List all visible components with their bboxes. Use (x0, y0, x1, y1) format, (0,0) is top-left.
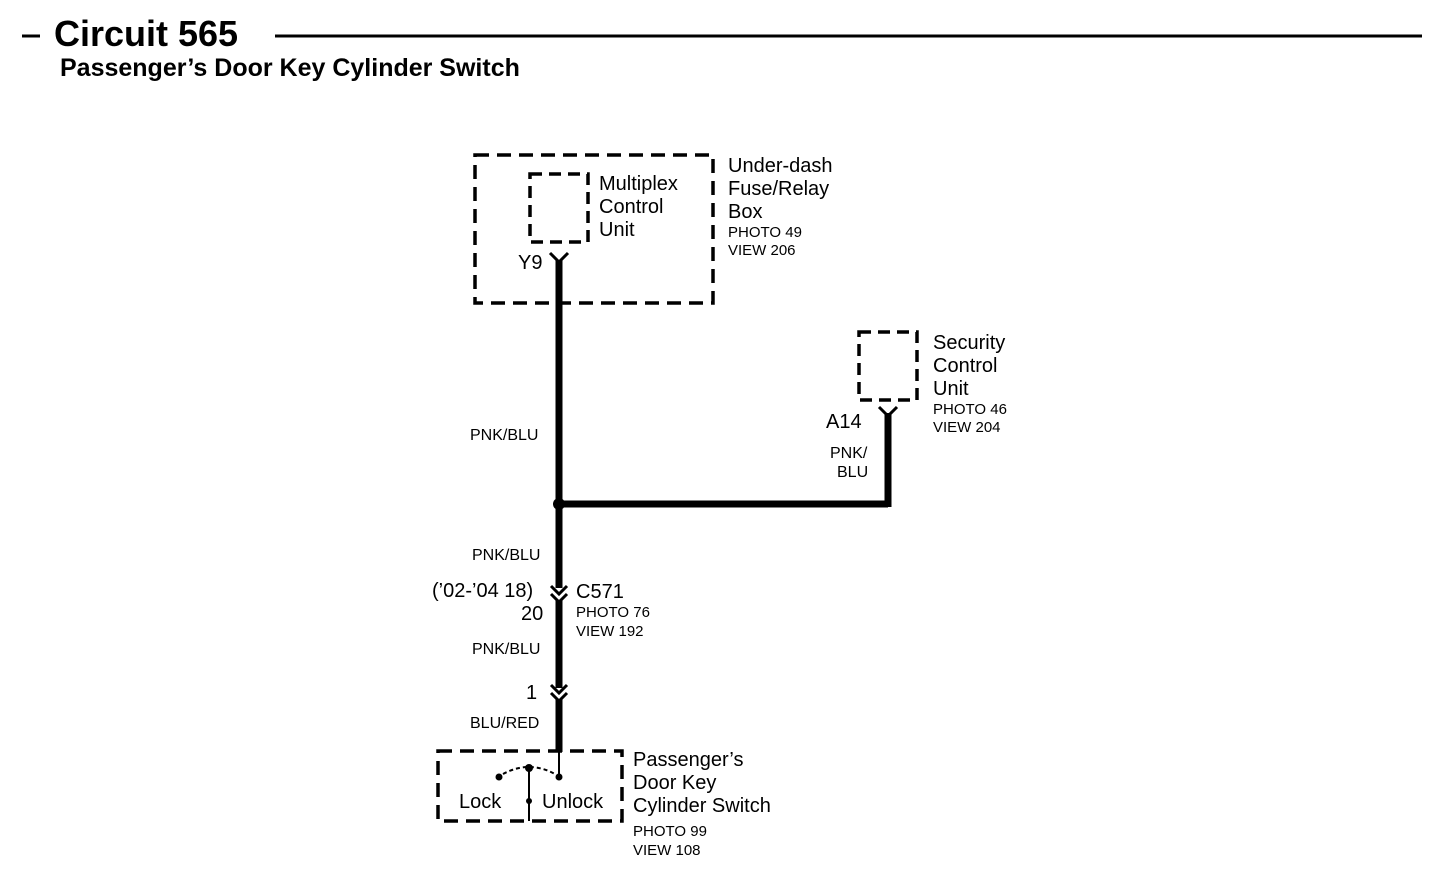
switch-photo: PHOTO 99 (633, 823, 707, 840)
switch-lead-color: BLU/RED (470, 715, 539, 732)
switch-label-3: Cylinder Switch (633, 795, 771, 817)
pin-y9-label: Y9 (518, 252, 542, 274)
switch-actuator-arc (502, 766, 556, 775)
multiplex-control-unit-outline (528, 172, 590, 244)
multiplex-label-2: Control (599, 196, 663, 218)
door-key-switch-outline (436, 749, 624, 823)
fuse-box-label-3: Box (728, 201, 762, 223)
c571-photo: PHOTO 76 (576, 604, 650, 621)
fuse-box-view: VIEW 206 (728, 242, 796, 259)
multiplex-label-3: Unit (599, 219, 635, 241)
pin-a14-label: A14 (826, 411, 862, 433)
security-label-3: Unit (933, 378, 969, 400)
security-control-unit-outline (857, 330, 919, 402)
fuse-box-photo: PHOTO 49 (728, 224, 802, 241)
fuse-relay-box-outline (473, 153, 715, 305)
security-label-1: Security (933, 332, 1005, 354)
security-wire-color-2: BLU (837, 464, 868, 481)
c571-view: VIEW 192 (576, 623, 644, 640)
switch-lock-label: Lock (459, 791, 502, 813)
switch-view: VIEW 108 (633, 842, 701, 859)
fuse-box-label-2: Fuse/Relay (728, 178, 829, 200)
switch-contact-unlock (555, 773, 563, 781)
security-label-2: Control (933, 355, 997, 377)
c571-pin: 20 (521, 603, 543, 625)
circuit-title: Circuit 565 (54, 13, 238, 54)
pin-a14-connector-icon (877, 405, 899, 419)
security-photo: PHOTO 46 (933, 401, 1007, 418)
c571-name: C571 (576, 581, 624, 603)
switch-connector-pin: 1 (526, 682, 537, 704)
multiplex-label-1: Multiplex (599, 173, 678, 195)
wire-middle-color: PNK/BLU (472, 547, 540, 564)
switch-connector-icon-top (549, 683, 569, 696)
wire-lower-color: PNK/BLU (472, 641, 540, 658)
switch-contact-lock (495, 773, 503, 781)
switch-label-2: Door Key (633, 772, 716, 794)
circuit-subtitle: Passenger’s Door Key Cylinder Switch (60, 54, 520, 82)
switch-unlock-label: Unlock (542, 791, 604, 813)
c571-connector-icon-top (549, 584, 569, 597)
wire-upper-color: PNK/BLU (470, 427, 538, 444)
switch-label-1: Passenger’s (633, 749, 743, 771)
switch-ground-dot (526, 798, 532, 804)
security-view: VIEW 204 (933, 419, 1001, 436)
fuse-box-label-1: Under-dash (728, 155, 833, 177)
c571-year-note: (’02-’04 18) (432, 580, 533, 602)
security-wire-color-1: PNK/ (830, 445, 868, 462)
